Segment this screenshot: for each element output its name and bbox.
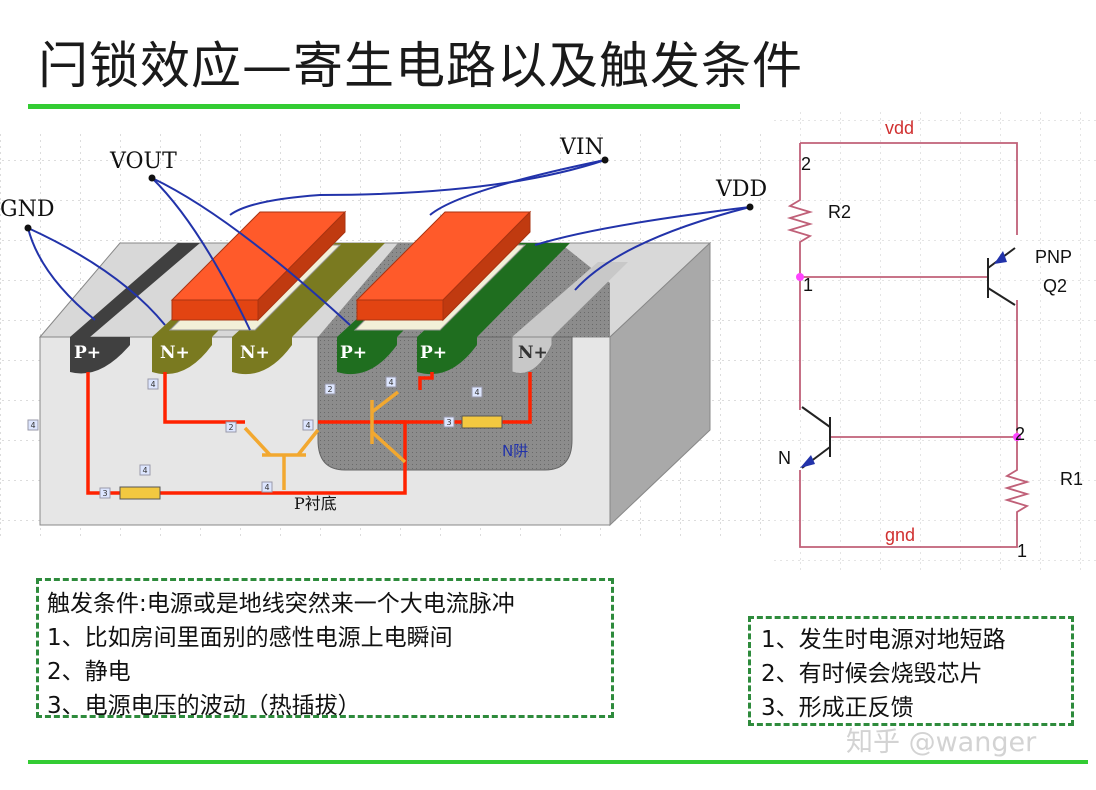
tag: 4 bbox=[305, 421, 310, 430]
pnp-arrow bbox=[994, 251, 1007, 264]
p-plus-region-1 bbox=[70, 337, 130, 374]
node-label: 2 bbox=[801, 154, 811, 174]
n-plus-region-1 bbox=[152, 337, 212, 375]
well-resistor bbox=[461, 415, 503, 429]
node-label: 2 bbox=[1015, 424, 1025, 444]
pin-label-vin: VIN bbox=[559, 135, 604, 160]
tag: 2 bbox=[228, 423, 233, 432]
tag: 3 bbox=[102, 489, 107, 498]
tag: 4 bbox=[388, 378, 393, 387]
tag: 4 bbox=[474, 388, 479, 397]
q2-label: Q2 bbox=[1043, 276, 1067, 296]
cmos-cross-section: 4 4 2 4 2 4 4 3 4 3 4 P+ N+ N+ bbox=[0, 130, 770, 540]
tag: 4 bbox=[150, 380, 155, 389]
list-item: 3、电源电压的波动（热插拔） bbox=[47, 693, 361, 719]
watermark: 知乎 @wanger bbox=[846, 727, 1037, 758]
substrate-label: P衬底 bbox=[294, 494, 337, 513]
list-item: 1、比如房间里面别的感性电源上电瞬间 bbox=[47, 625, 453, 651]
tag: 3 bbox=[446, 418, 451, 427]
region-label-p-plus: P+ bbox=[340, 343, 367, 363]
substrate-resistor bbox=[119, 486, 161, 500]
trigger-conditions-box: 触发条件:电源或是地线突然来一个大电流脉冲 1、比如房间里面别的感性电源上电瞬间… bbox=[36, 578, 614, 719]
list-item: 3、形成正反馈 bbox=[761, 695, 914, 721]
p-plus-region-2 bbox=[337, 337, 397, 375]
list-item: 1、发生时电源对地短路 bbox=[761, 627, 1006, 653]
npn-symbol bbox=[243, 426, 320, 490]
vout-pin-dot bbox=[148, 174, 156, 182]
effects-box: 1、发生时电源对地短路 2、有时候会烧毁芯片 3、形成正反馈 bbox=[748, 616, 1074, 726]
tag: 4 bbox=[142, 466, 147, 475]
npn-label: N bbox=[778, 448, 791, 468]
region-label-p-plus: P+ bbox=[74, 343, 101, 363]
gnd-pin-dot bbox=[24, 224, 32, 232]
pnp-symbol bbox=[370, 390, 407, 464]
pin-label-vdd: VDD bbox=[715, 177, 767, 202]
title-underline bbox=[28, 104, 740, 109]
node-dot-2 bbox=[1013, 433, 1021, 441]
r1-label: R1 bbox=[1060, 469, 1083, 489]
tag: 4 bbox=[30, 421, 35, 430]
p-plus-stripe-1 bbox=[70, 243, 200, 337]
n-plus-region-2 bbox=[232, 337, 292, 375]
tag: 4 bbox=[264, 483, 269, 492]
region-label-n-plus: N+ bbox=[240, 343, 270, 363]
n-well-label: N阱 bbox=[502, 442, 528, 460]
p-plus-region-3 bbox=[417, 337, 477, 375]
poly-gate-2-front bbox=[356, 299, 444, 321]
equivalent-circuit: vdd gnd R2 R1 PNP Q2 N 2 1 2 1 bbox=[770, 110, 1096, 570]
list-item: 2、有时候会烧毁芯片 bbox=[761, 661, 983, 687]
vin-pin-dot bbox=[601, 156, 609, 164]
node-dot-1 bbox=[796, 273, 804, 281]
poly-gate-1-side bbox=[257, 210, 346, 322]
trigger-heading: 触发条件:电源或是地线突然来一个大电流脉冲 bbox=[47, 591, 515, 617]
region-label-n-plus: N+ bbox=[518, 343, 548, 363]
pin-label-vout: VOUT bbox=[109, 149, 177, 174]
region-label-p-plus: P+ bbox=[420, 343, 447, 363]
node-label: 1 bbox=[803, 275, 813, 295]
n-plus-stripe-3 bbox=[512, 262, 628, 337]
n-well bbox=[317, 336, 573, 471]
r2-label: R2 bbox=[828, 202, 851, 222]
pnp-type-label: PNP bbox=[1035, 247, 1072, 267]
poly-gate-1-front bbox=[171, 299, 259, 321]
region-label-n-plus: N+ bbox=[160, 343, 190, 363]
gnd-label: gnd bbox=[885, 525, 915, 545]
npn-arrow bbox=[800, 455, 815, 468]
list-item: 2、静电 bbox=[47, 659, 131, 685]
tag: 2 bbox=[327, 385, 332, 394]
pin-label-gnd: GND bbox=[0, 197, 54, 222]
node-label: 1 bbox=[1017, 541, 1027, 561]
footer-rule bbox=[28, 760, 1088, 764]
poly-gate-2-side bbox=[442, 210, 531, 322]
page-title: 闩锁效应—寄生电路以及触发条件 bbox=[38, 37, 803, 95]
pin-wires bbox=[27, 159, 751, 331]
n-plus-region-3 bbox=[511, 336, 553, 374]
vdd-pin-dot bbox=[746, 203, 754, 211]
vdd-label: vdd bbox=[885, 118, 914, 138]
